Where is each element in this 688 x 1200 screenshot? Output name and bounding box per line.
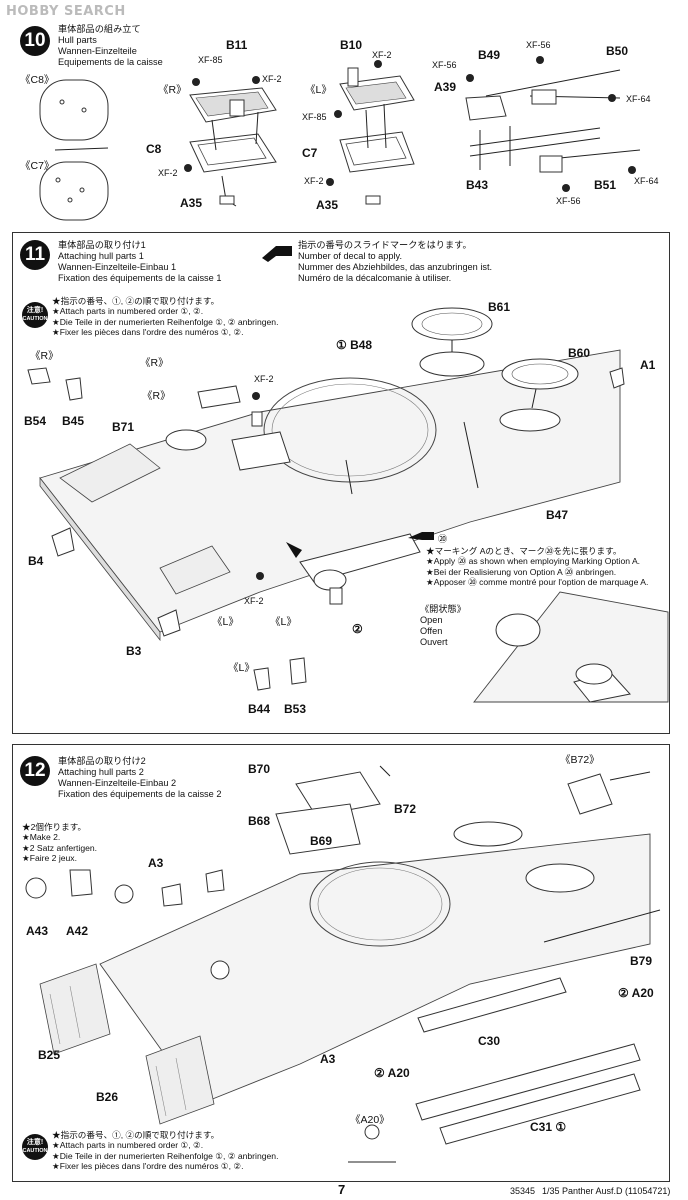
paint-xf2-label: XF-2 (304, 176, 324, 186)
part-a39-label: A39 (434, 80, 457, 94)
part-c7-label: C7 (302, 146, 318, 160)
step-12-title: 車体部品の取り付け2 Attaching hull parts 2 Wannen… (58, 756, 222, 799)
paint-xf85-label: XF-85 (302, 112, 327, 122)
paint-xf64-label: XF-64 (634, 176, 659, 186)
paint-xf2-label: XF-2 (244, 596, 264, 606)
part-c8-label: C8 (146, 142, 162, 156)
l-side-label: 《L》 (212, 616, 239, 628)
part-a43-label: A43 (26, 924, 49, 938)
c7-reference-label: 《C7》 (20, 160, 55, 172)
paint-xf85-label: XF-85 (198, 55, 223, 65)
step-10-title: 車体部品の組み立て Hull parts Wannen-Einzelteile … (58, 24, 163, 67)
part-b4-label: B4 (28, 554, 44, 568)
part-b48-label: ① B48 (336, 338, 373, 352)
part-b11-label: B11 (226, 38, 248, 52)
order-2-label: ② (352, 622, 363, 636)
a20-reference-label: 《A20》 (350, 1114, 390, 1126)
paint-xf56-label: XF-56 (526, 40, 551, 50)
l-side-label: 《L》 (305, 84, 332, 96)
step-12-number: 12 (20, 756, 50, 786)
r-side-label: 《R》 (140, 357, 169, 369)
order-note: ★指示の番号、①, ②の順で取り付けます。 ★Attach parts in n… (52, 296, 279, 338)
decal-note: 指示の番号のスライドマークをはります。 Number of decal to a… (298, 240, 493, 283)
part-b69-label: B69 (310, 834, 333, 848)
order-note: ★指示の番号、①, ②の順で取り付けます。 ★Attach parts in n… (52, 1130, 279, 1172)
page-number: 7 (338, 1182, 346, 1197)
b72-reference-label: 《B72》 (560, 754, 600, 766)
part-b54-label: B54 (24, 414, 47, 428)
open-state-label: 《開状態》 Open Offen Ouvert (420, 604, 466, 647)
part-c30-label: C30 (478, 1034, 501, 1048)
part-b44-label: B44 (248, 702, 271, 716)
paint-xf56-label: XF-56 (432, 60, 457, 70)
footer-code: 35345 (510, 1186, 536, 1196)
step-11-number: 11 (20, 240, 50, 270)
step-10-drawing (39, 56, 641, 221)
part-b26-label: B26 (96, 1090, 119, 1104)
paint-xf2-label: XF-2 (262, 74, 282, 84)
make-2-note: ★2個作ります。 ★Make 2. ★2 Satz anfertigen. ★F… (22, 822, 98, 864)
step-10-number: 10 (20, 26, 50, 56)
part-b43-label: B43 (466, 178, 489, 192)
decal-marker-icon (262, 246, 292, 262)
caution-badge: 注意!CAUTION (22, 302, 48, 328)
part-a3-label: A3 (320, 1052, 336, 1066)
part-a20-label: ② A20 (618, 986, 654, 1000)
part-b53-label: B53 (284, 702, 307, 716)
part-b10-label: B10 (340, 38, 363, 52)
part-a3-label: A3 (148, 856, 164, 870)
paint-xf2-label: XF-2 (158, 168, 178, 178)
part-b50-label: B50 (606, 44, 629, 58)
part-b71-label: B71 (112, 420, 135, 434)
part-b79-label: B79 (630, 954, 653, 968)
part-c31-label: C31 ① (530, 1120, 567, 1134)
paint-xf2-label: XF-2 (372, 50, 392, 60)
part-b70-label: B70 (248, 762, 271, 776)
caution-badge: 注意!CAUTION (22, 1134, 48, 1160)
part-a35-right-label: A35 (180, 196, 203, 210)
l-side-label: 《L》 (270, 616, 297, 628)
r-side-label: 《R》 (30, 350, 59, 362)
paint-xf2-label: XF-2 (254, 374, 274, 384)
step-11-drawing (27, 307, 669, 703)
part-a35-left-label: A35 (316, 198, 339, 212)
part-b25-label: B25 (38, 1048, 61, 1062)
part-b3-label: B3 (126, 644, 142, 658)
c8-reference-label: 《C8》 (20, 74, 55, 86)
step-11-title: 車体部品の取り付け1 Attaching hull parts 1 Wannen… (58, 240, 222, 283)
paint-xf64-label: XF-64 (626, 94, 651, 104)
watermark: HOBBY SEARCH (6, 4, 126, 19)
footer-description: 1/35 Panther Ausf.D (11054721) (542, 1186, 671, 1196)
part-b51-label: B51 (594, 178, 617, 192)
l-side-label: 《L》 (228, 662, 255, 674)
part-b61-label: B61 (488, 300, 511, 314)
step-12-drawing (25, 765, 661, 1163)
marking-note: ★マーキング Aのとき、マーク⑳を先に張ります。 ★Apply ⑳ as sho… (426, 546, 649, 588)
part-a20-label: ② A20 (374, 1066, 410, 1080)
part-b72-label: B72 (394, 802, 417, 816)
part-a42-label: A42 (66, 924, 89, 938)
part-b60-label: B60 (568, 346, 591, 360)
part-b49-label: B49 (478, 48, 501, 62)
decal-20-label: ⑳ (438, 534, 448, 544)
part-b68-label: B68 (248, 814, 271, 828)
part-a1-label: A1 (640, 358, 656, 372)
step-11-panel (12, 232, 670, 734)
r-side-label: 《R》 (142, 390, 171, 402)
part-b47-label: B47 (546, 508, 569, 522)
step-12-panel (12, 744, 670, 1182)
part-b45-label: B45 (62, 414, 85, 428)
r-side-label: 《R》 (158, 84, 187, 96)
paint-xf56-label: XF-56 (556, 196, 581, 206)
